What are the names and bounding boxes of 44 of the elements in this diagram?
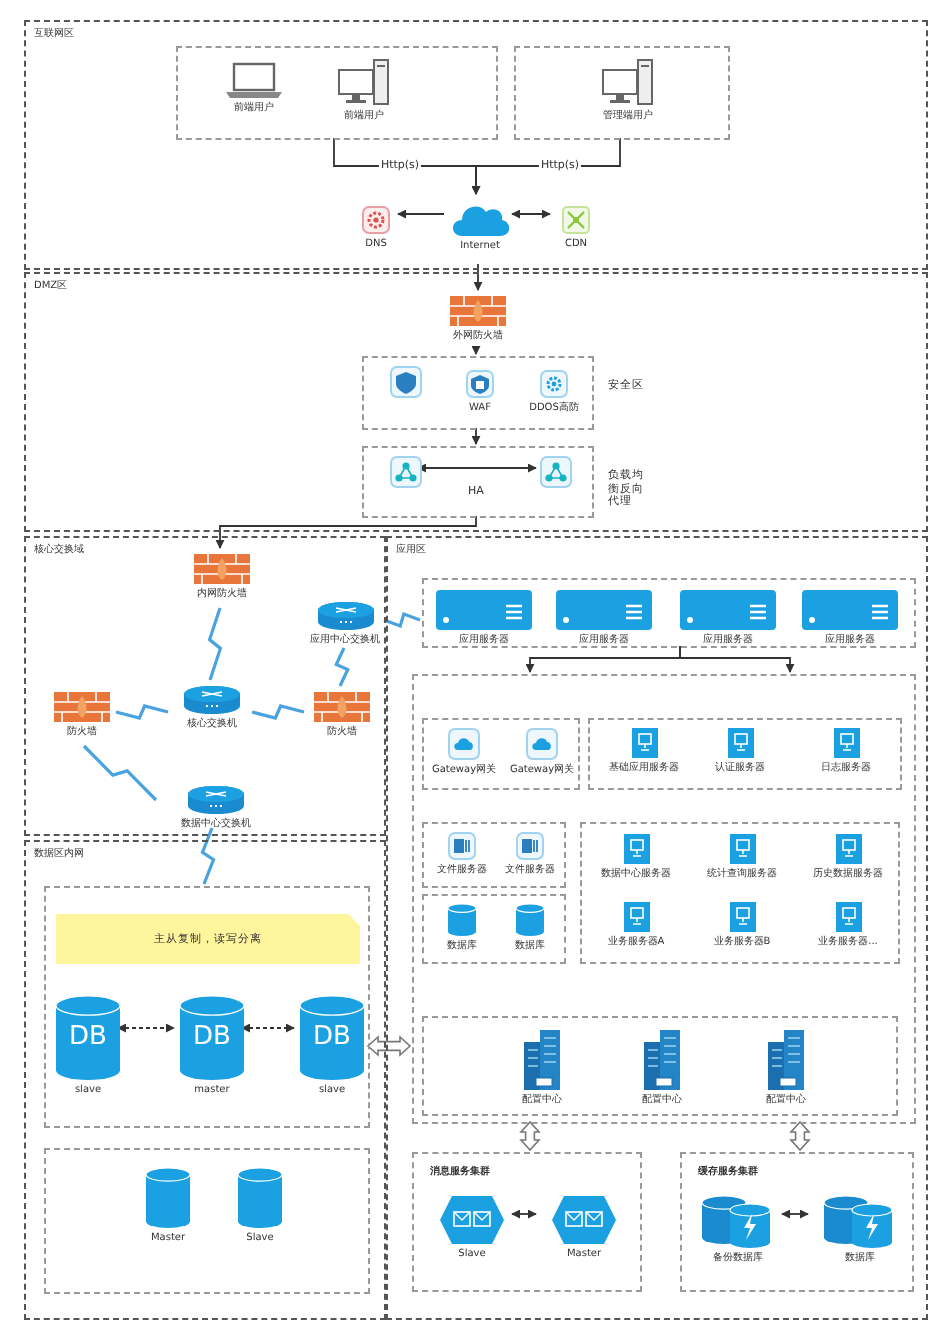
arrow — [397, 209, 445, 219]
group-box — [580, 822, 900, 964]
group-box — [422, 894, 566, 964]
zone-box — [24, 272, 928, 532]
arrow — [471, 427, 481, 445]
zone-box — [24, 20, 928, 270]
lightning-link — [251, 704, 305, 720]
group-box — [422, 822, 566, 888]
lightning-link — [334, 647, 350, 687]
arrow — [473, 263, 483, 291]
zone-box — [386, 536, 928, 1320]
db-text: DB — [193, 1022, 231, 1054]
group-box — [412, 674, 916, 1124]
arrow — [215, 515, 477, 549]
lightning-link — [115, 704, 169, 720]
db-text: DB — [69, 1022, 107, 1054]
db-text: DB — [313, 1022, 351, 1054]
lightning-link — [200, 827, 216, 885]
group-box — [44, 886, 370, 1128]
arrow — [241, 1023, 295, 1033]
double-arrow — [366, 1035, 412, 1057]
group-box — [44, 1148, 370, 1294]
lightning-link — [82, 744, 158, 802]
lightning-link — [207, 607, 223, 681]
double-arrow — [519, 1120, 541, 1152]
double-arrow — [789, 1120, 811, 1152]
arrow — [679, 645, 795, 673]
zone-box — [24, 840, 386, 1320]
cluster-box — [412, 1152, 642, 1292]
cluster-box — [680, 1152, 914, 1292]
group-box — [514, 46, 730, 140]
group-box — [422, 718, 580, 790]
group-box — [422, 578, 916, 648]
zone-box — [24, 536, 386, 836]
arrow — [471, 137, 621, 195]
arrow — [471, 345, 481, 355]
group-box — [176, 46, 498, 140]
arrow — [511, 209, 551, 219]
group-box — [422, 1016, 898, 1116]
arrow — [511, 1209, 537, 1219]
group-box — [588, 718, 902, 790]
lightning-link — [383, 611, 421, 629]
arrow — [117, 1023, 175, 1033]
arrow — [781, 1209, 809, 1219]
